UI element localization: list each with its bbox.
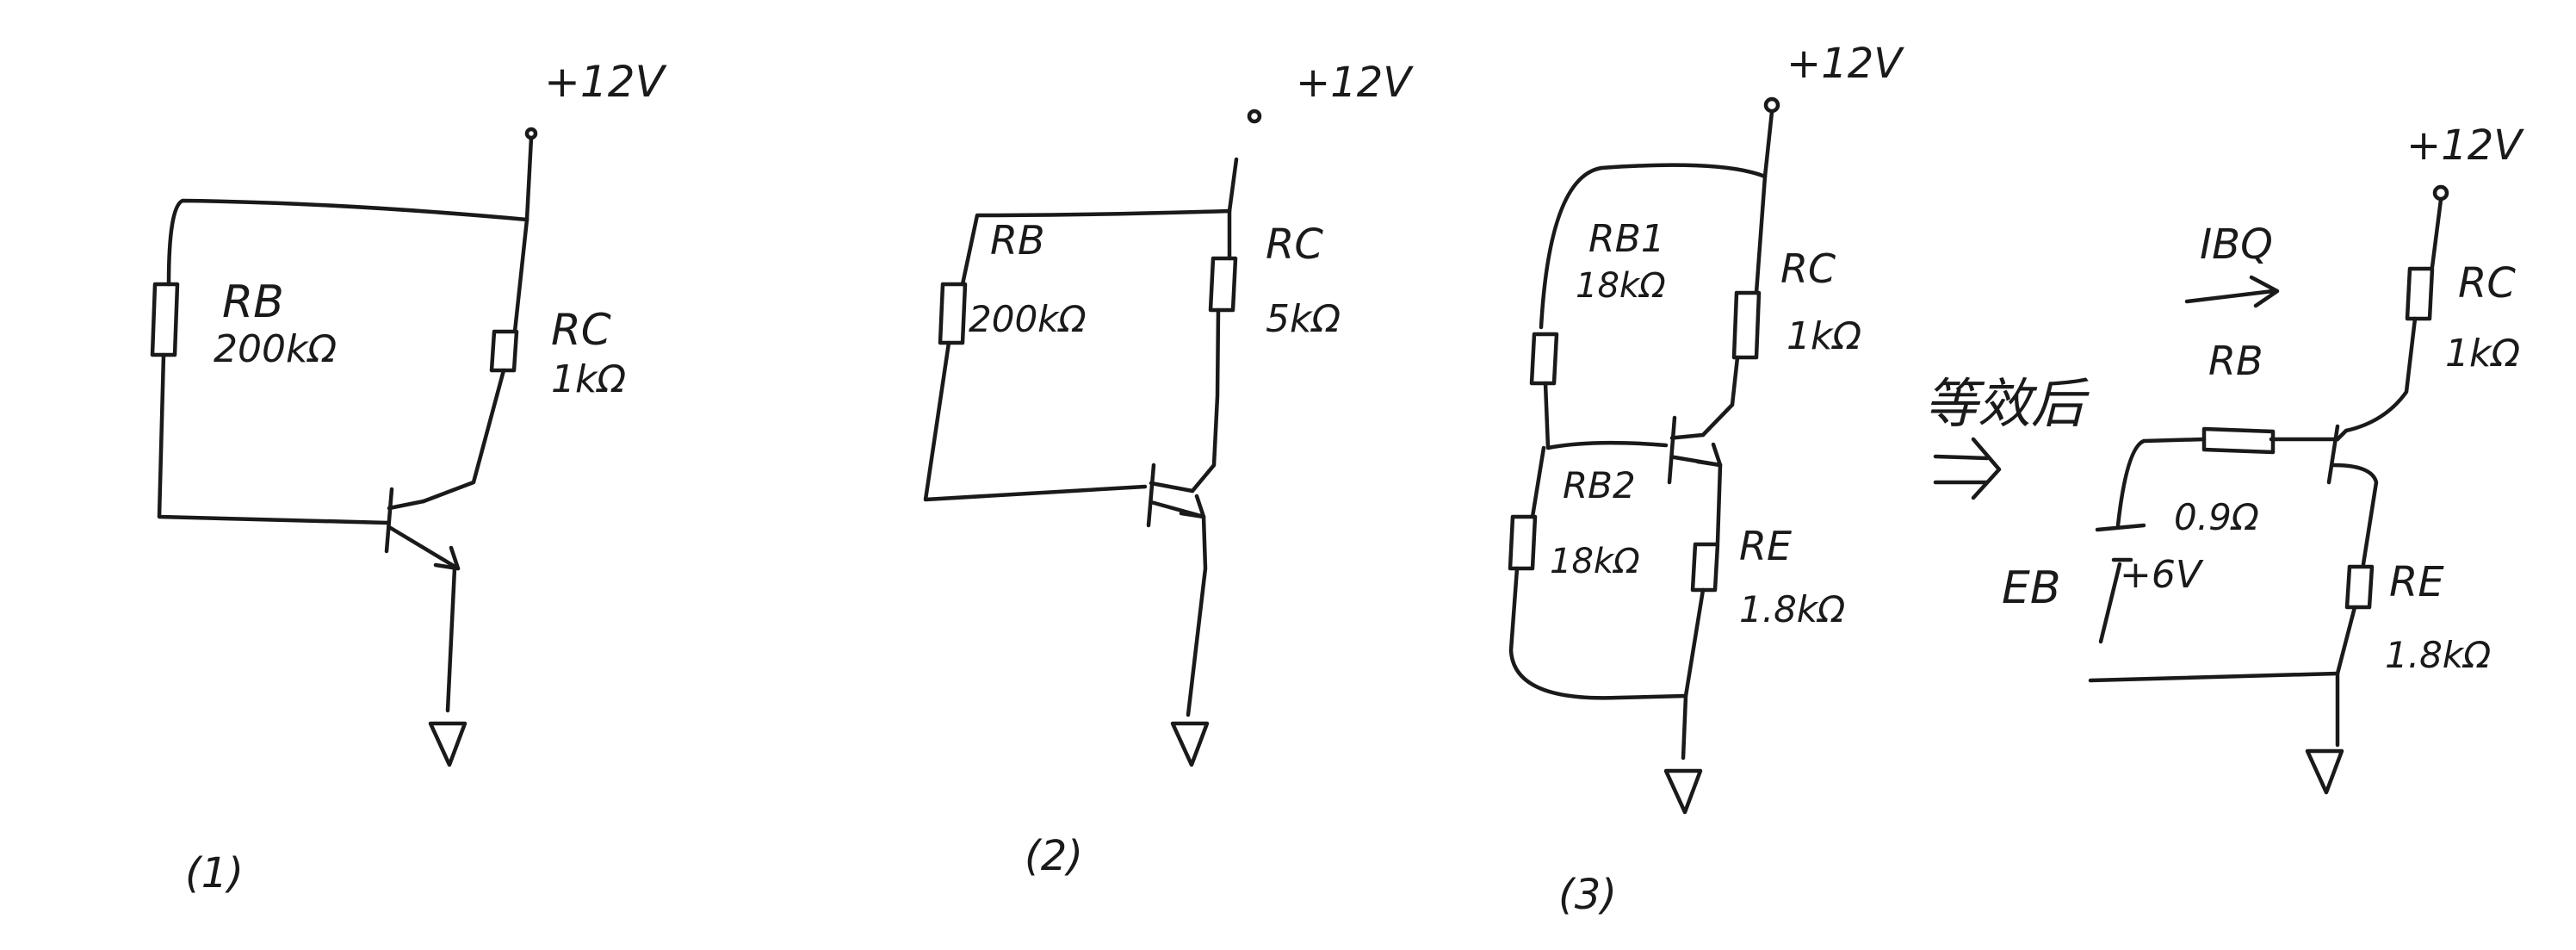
c2-wire-collector — [1190, 307, 1221, 494]
c2-rb-ref: RB — [990, 217, 1045, 264]
c2-supply-label: +12V — [1296, 59, 1414, 107]
c3-wire-bottom — [1508, 566, 1688, 700]
c3-rb1-resistor — [1529, 332, 1559, 386]
c3-wire-rc-top — [1754, 174, 1768, 295]
ceq-rb-resistor — [2201, 426, 2276, 455]
c1-ground — [428, 721, 468, 767]
c1-rc-resistor — [489, 329, 519, 373]
c3-re-value: 1.8kΩ — [1739, 588, 1845, 630]
ceq-current-label: IBQ — [2200, 220, 2273, 269]
circuit-wires — [150, 96, 2449, 815]
ceq-source-ref: EB — [2002, 562, 2061, 614]
ceq-wire-bottom — [2088, 671, 2340, 683]
c3-supply-terminal — [1763, 96, 1780, 114]
ceq-wire-base-left — [2115, 437, 2207, 528]
c3-rb2-resistor — [1508, 514, 1538, 571]
c2-wire-supply — [1227, 157, 1239, 214]
c2-caption: (2) — [1025, 832, 1083, 880]
c3-wire-re-top — [1715, 463, 1723, 545]
c1-transistor-collector — [387, 499, 426, 511]
ceq-supply-terminal — [2432, 184, 2449, 202]
c1-rb-value: 200kΩ — [214, 327, 337, 371]
c1-transistor-emitter-arrow — [433, 545, 461, 571]
c2-supply-terminal — [1247, 109, 1262, 124]
c2-wire-top — [960, 208, 1232, 287]
ceq-wire-supply — [2430, 197, 2443, 270]
ceq-re-resistor — [2344, 564, 2375, 610]
c3-transistor-base-bar — [1667, 415, 1677, 485]
c2-wire-emitter — [1186, 514, 1208, 717]
transform-label: 等效后 — [1924, 372, 2090, 435]
c3-wire-collector — [1700, 355, 1740, 438]
c2-rc-value: 5kΩ — [1266, 297, 1341, 341]
c1-rb-ref: RB — [222, 276, 284, 328]
c3-caption: (3) — [1558, 871, 1617, 919]
c1-wire-supply — [524, 135, 534, 222]
c3-wire-top — [1539, 163, 1768, 330]
transform-arrow — [1933, 437, 2002, 500]
ceq-ground — [2305, 748, 2344, 795]
c2-wire-base — [923, 340, 1148, 502]
c3-re-resistor — [1690, 542, 1720, 593]
c1-wire-top — [166, 198, 529, 287]
c1-rc-ref: RC — [551, 305, 611, 355]
c2-transistor-collector — [1149, 481, 1195, 494]
c1-wire-collector — [421, 368, 506, 504]
ceq-rb-ref: RB — [2208, 338, 2263, 384]
c1-caption: (1) — [185, 849, 244, 897]
c2-rb-resistor — [938, 282, 968, 345]
ceq-rc-resistor — [2405, 266, 2435, 321]
c1-wire-base — [157, 352, 390, 525]
ceq-wire-source-down — [2098, 562, 2122, 644]
c3-rb2-value: 18kΩ — [1550, 542, 1640, 581]
c1-rc-value: 1kΩ — [551, 357, 626, 401]
c2-transistor-emitter-arrow — [1179, 494, 1206, 519]
c1-transistor-emitter — [387, 525, 461, 571]
c3-rb1-value: 18kΩ — [1576, 266, 1666, 306]
c3-transistor-collector — [1669, 432, 1706, 440]
c1-rb-resistor — [150, 282, 180, 357]
c3-transistor-emitter-arrow — [1695, 442, 1723, 468]
c2-ground — [1170, 721, 1210, 767]
c3-ground — [1663, 768, 1703, 815]
c3-wire-supply — [1762, 109, 1774, 179]
c1-transistor-base-bar — [384, 487, 394, 554]
c1-supply-label: +12V — [544, 57, 668, 107]
c3-rc-ref: RC — [1780, 245, 1836, 292]
c3-re-ref: RE — [1739, 523, 1792, 569]
ceq-wire-emitter — [2331, 463, 2379, 567]
ceq-current-arrow — [2184, 275, 2280, 308]
ceq-wire-re-bottom — [2335, 605, 2357, 748]
c2-rc-resistor — [1208, 256, 1238, 313]
ceq-rc-value: 1kΩ — [2445, 332, 2520, 376]
c1-wire-emitter — [445, 566, 457, 713]
c3-rc-resistor — [1731, 290, 1762, 360]
ceq-rb-value: 0.9Ω — [2174, 496, 2259, 538]
ceq-source-long-plate — [2095, 523, 2146, 532]
c3-supply-label: +12V — [1786, 40, 1904, 88]
ceq-re-ref: RE — [2389, 558, 2444, 606]
c3-rb2-ref: RB2 — [1563, 464, 1636, 506]
c2-rb-value: 200kΩ — [969, 298, 1087, 340]
c3-wire-base-node — [1543, 381, 1669, 450]
c3-wire-rb2-top — [1530, 445, 1546, 519]
c1-wire-rc-top — [512, 217, 529, 334]
ceq-re-value: 1.8kΩ — [2385, 634, 2491, 676]
ceq-rc-ref: RC — [2458, 259, 2516, 307]
ceq-supply-label: +12V — [2406, 121, 2524, 170]
c3-rb1-ref: RB1 — [1588, 217, 1665, 261]
c2-transistor-base-bar — [1146, 463, 1156, 528]
c2-rc-ref: RC — [1266, 220, 1323, 269]
ceq-base-bar — [2326, 424, 2340, 485]
c3-wire-emitter — [1681, 587, 1706, 761]
c3-rc-value: 1kΩ — [1786, 314, 1861, 358]
ceq-wire-collector — [2335, 316, 2418, 442]
ceq-source-value: +6V — [2120, 553, 2204, 597]
